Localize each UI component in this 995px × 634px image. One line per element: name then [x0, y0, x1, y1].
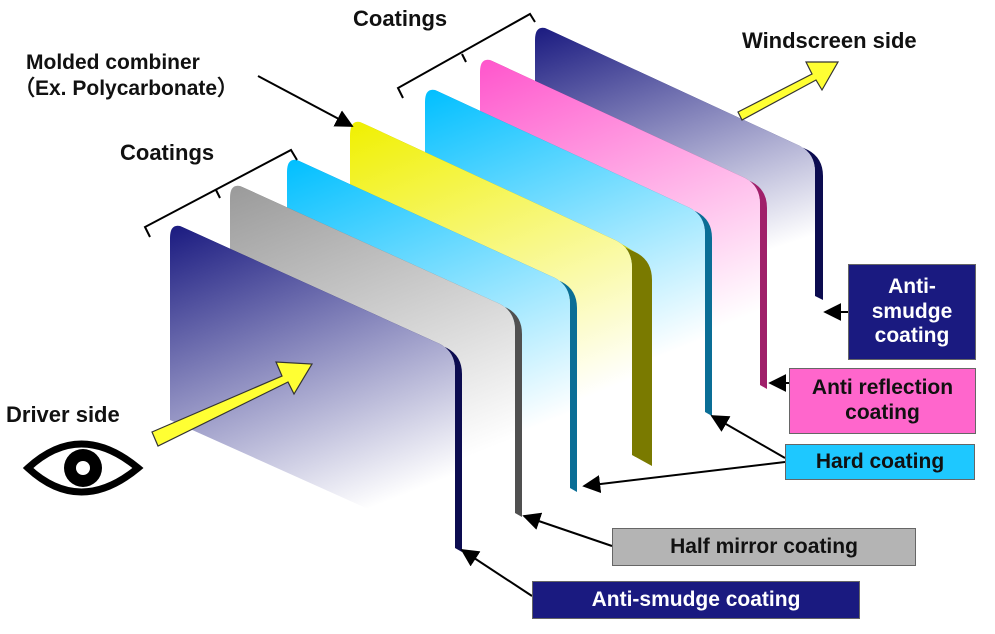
- pointer-hard-back: [710, 415, 786, 459]
- bracket-coatings-left: [143, 148, 298, 238]
- callout-anti-smudge-back-line2: smudge: [871, 299, 953, 323]
- label-molded-combiner-line2: （Ex. Polycarbonate）: [14, 77, 239, 101]
- callout-anti-smudge-front: Anti-smudge coating: [532, 581, 860, 619]
- pointer-half-mirror: [522, 512, 613, 547]
- callout-anti-smudge-back: Anti- smudge coating: [848, 264, 976, 360]
- label-molded-combiner: Molded combiner （Ex. Polycarbonate）: [14, 50, 238, 103]
- callout-anti-smudge-back-line1: Anti-: [888, 274, 936, 298]
- callout-anti-smudge-back-line3: coating: [874, 324, 950, 348]
- callout-half-mirror: Half mirror coating: [612, 528, 916, 566]
- label-coatings-top: Coatings: [353, 6, 448, 31]
- callout-anti-reflection-line2: coating: [845, 401, 920, 424]
- pointer-hard-front: [582, 461, 786, 494]
- callout-anti-reflection: Anti reflection coating: [789, 368, 976, 434]
- pointer-anti-smudge-front: [460, 549, 533, 597]
- layer-anti-smudge-front: [170, 225, 462, 552]
- label-driver-side: Driver side: [6, 402, 120, 427]
- arrow-windscreen-side: [737, 61, 840, 121]
- label-coatings-left: Coatings: [120, 140, 215, 165]
- arrow-driver-side: [151, 361, 314, 447]
- eye-icon: [22, 440, 144, 496]
- callout-hard-coating: Hard coating: [785, 444, 975, 480]
- callout-anti-reflection-line1: Anti reflection: [811, 376, 954, 400]
- pointer-molded-combiner: [257, 75, 354, 127]
- label-windscreen-side: Windscreen side: [742, 28, 917, 53]
- bracket-coatings-top: [396, 12, 536, 99]
- label-molded-combiner-line1: Molded combiner: [26, 51, 200, 74]
